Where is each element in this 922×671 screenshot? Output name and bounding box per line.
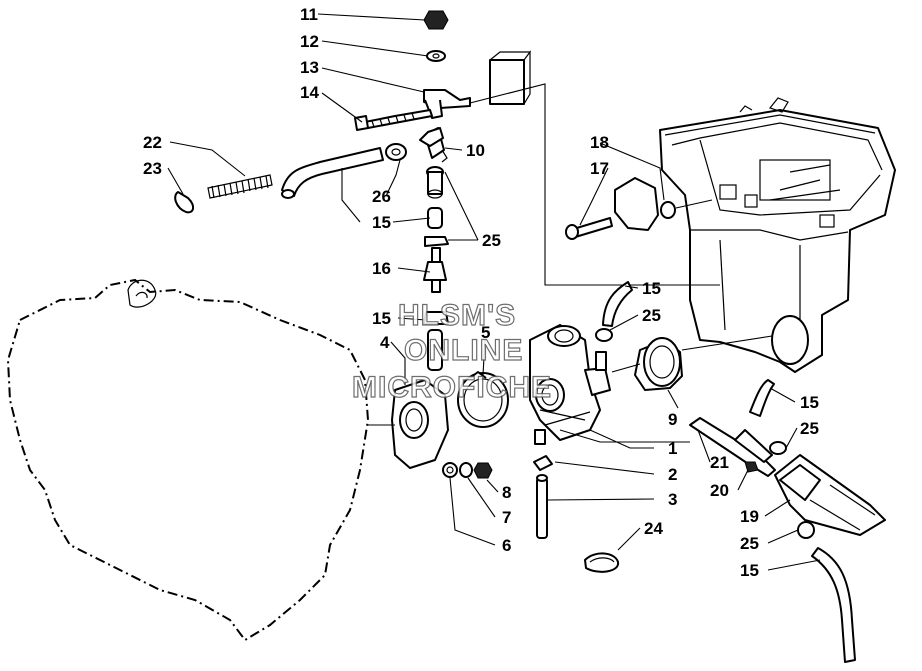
carburetor [529,324,690,445]
callout-25-vent: 25 [642,306,661,325]
callout-23: 23 [143,159,162,178]
oil-pump-assembly [689,379,886,663]
watermark: HLSM'S ONLINE MICROFICHE [351,298,552,404]
fuel-valve [385,127,448,163]
intake-boot [611,335,773,391]
callout-15-pump: 15 [800,393,819,412]
watermark-line-2: ONLINE [404,334,523,367]
callout-15-mid: 15 [372,309,391,328]
callout-24: 24 [644,519,663,538]
callout-14: 14 [300,83,319,102]
vent-hose [595,281,633,342]
callout-13: 13 [300,58,319,77]
callout-22: 22 [143,133,162,152]
callout-21: 21 [710,453,729,472]
callout-1: 1 [668,439,677,458]
callout-20: 20 [710,481,729,500]
callout-25-pump: 25 [800,419,819,438]
callout-8: 8 [502,483,511,502]
callout-17: 17 [590,159,609,178]
callout-16: 16 [372,259,391,278]
watermark-line-1: HLSM'S [398,299,516,332]
callout-26: 26 [372,187,391,206]
fuel-hose-upper [281,147,384,199]
drain-parts [533,455,620,573]
callout-3: 3 [668,490,677,509]
intake-flange [368,379,493,479]
callout-2: 2 [668,465,677,484]
watermark-line-3: MICROFICHE [352,371,552,404]
callout-25-upper: 25 [482,231,501,250]
callout-7: 7 [502,508,511,527]
callout-15-lower: 15 [740,561,759,580]
callout-9: 9 [668,410,677,429]
fuel-valve-bracket-group [354,10,720,286]
callout-6: 6 [502,536,511,555]
callout-4: 4 [380,333,390,352]
callout-labels: 11 12 13 14 22 23 18 17 10 26 15 25 16 1… [143,5,819,580]
callout-15-upper: 15 [372,213,391,232]
callout-19: 19 [740,507,759,526]
hose-bracket [565,177,713,240]
leader-lines [167,13,821,571]
callout-12: 12 [300,32,319,51]
callout-18: 18 [590,133,609,152]
engine-outline [6,278,370,642]
clamp-ring [457,371,509,428]
callout-11: 11 [300,5,318,24]
callout-15-vent: 15 [642,279,661,298]
spring-and-clip [174,174,273,214]
callout-5: 5 [481,323,490,342]
callout-25-lower: 25 [740,534,759,553]
callout-10: 10 [466,141,485,160]
inline-filter-stack [423,166,449,371]
airbox-assembly [659,97,896,373]
